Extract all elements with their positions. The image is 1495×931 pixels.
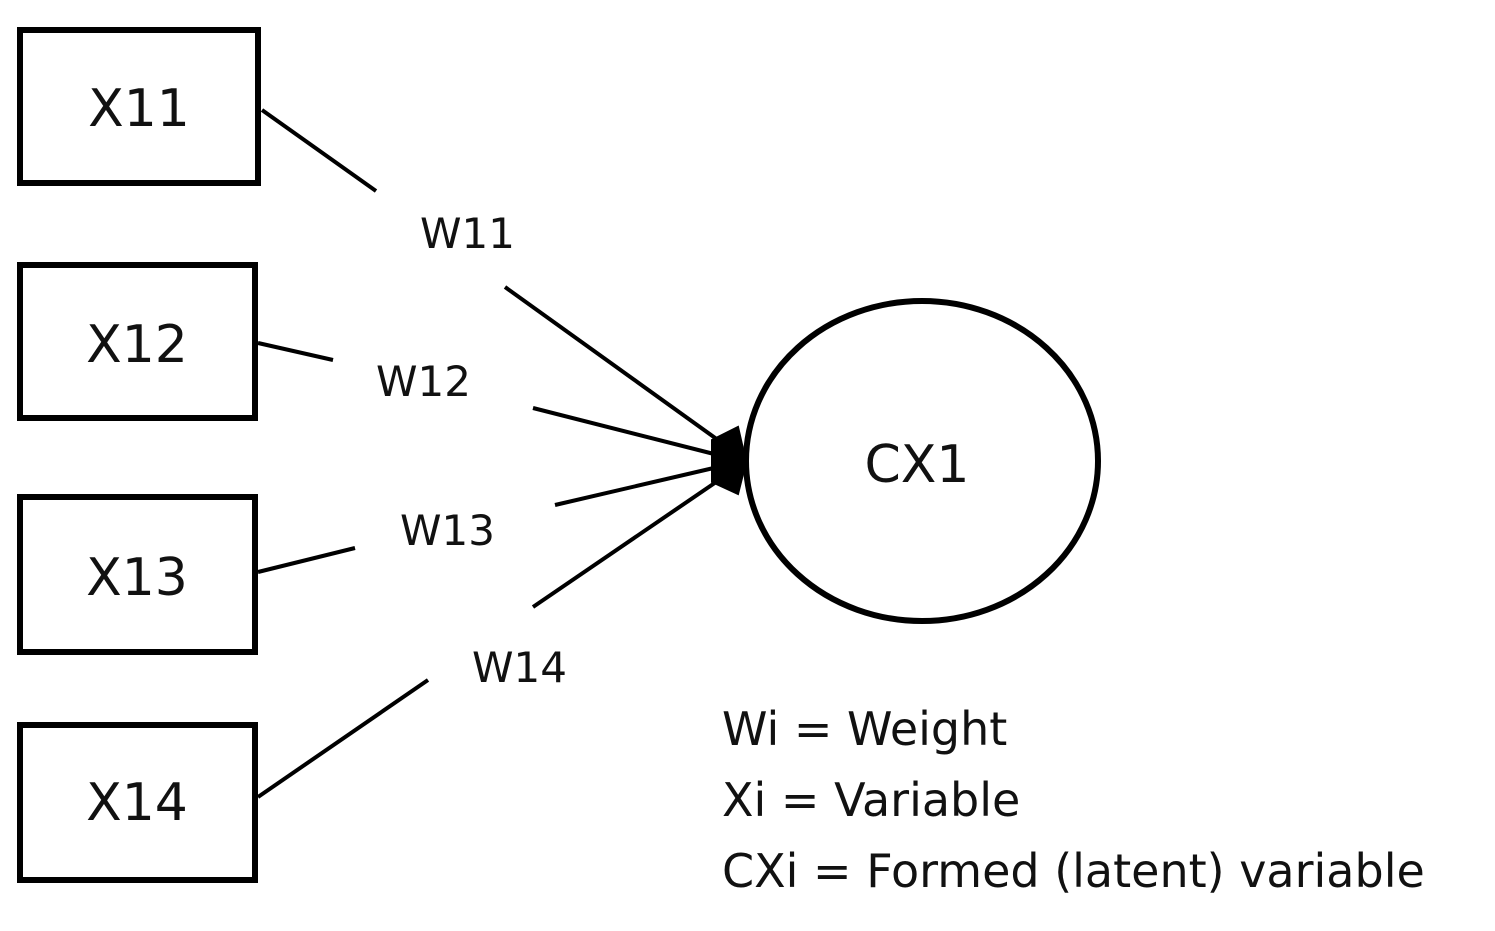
legend-weight: Wi = Weight bbox=[722, 702, 1007, 756]
edge-x14 bbox=[256, 476, 724, 799]
indicator-label-x11: X11 bbox=[88, 79, 190, 139]
edge-x11-segment-b bbox=[503, 285, 720, 442]
construct-label: CX1 bbox=[864, 435, 969, 495]
edge-x14-segment-b bbox=[531, 476, 724, 609]
legend-formed-variable: CXi = Formed (latent) variable bbox=[722, 844, 1425, 898]
indicator-x12: X12 bbox=[17, 262, 258, 421]
indicator-x13: X13 bbox=[17, 494, 258, 655]
edge-x12-segment-b bbox=[532, 406, 719, 457]
indicator-box-x13 bbox=[17, 494, 258, 655]
weight-label-w14: W14 bbox=[472, 643, 567, 692]
construct-circle bbox=[743, 298, 1101, 624]
indicator-label-x12: X12 bbox=[86, 315, 188, 375]
indicator-box-x14 bbox=[17, 722, 258, 883]
edge-x11-segment-a bbox=[260, 108, 378, 193]
edge-x13-segment-b bbox=[554, 465, 719, 507]
weight-label-w11: W11 bbox=[420, 209, 515, 258]
indicator-box-x11 bbox=[17, 27, 261, 186]
indicator-box-x12 bbox=[17, 262, 258, 421]
legend-variable: Xi = Variable bbox=[722, 773, 1020, 827]
legend: Wi = Weight Xi = Variable CXi = Formed (… bbox=[722, 702, 1425, 898]
weight-label-w12: W12 bbox=[376, 357, 471, 406]
indicator-label-x14: X14 bbox=[86, 773, 188, 833]
edge-x12-segment-a bbox=[257, 341, 334, 362]
construct-cx1: CX1 bbox=[743, 298, 1101, 624]
indicator-x14: X14 bbox=[17, 722, 258, 883]
edge-x13 bbox=[257, 465, 719, 574]
edge-x13-segment-a bbox=[257, 546, 356, 574]
edge-x11 bbox=[260, 108, 720, 442]
indicator-label-x13: X13 bbox=[86, 548, 188, 608]
weight-label-w13: W13 bbox=[400, 506, 495, 555]
arrowhead bbox=[711, 425, 748, 496]
edge-x14-segment-a bbox=[256, 678, 430, 799]
indicator-x11: X11 bbox=[17, 27, 261, 186]
edge-x12 bbox=[257, 341, 719, 457]
